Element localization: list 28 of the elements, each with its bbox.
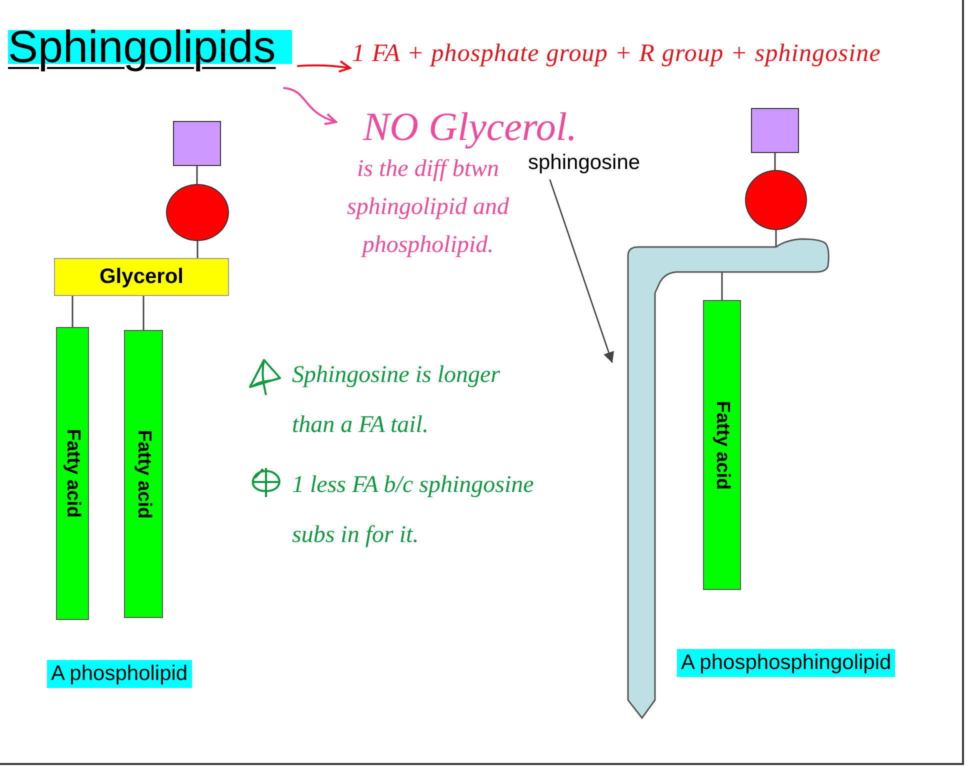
handwritten-arrow — [283, 87, 338, 124]
box-label: Glycerol — [99, 265, 184, 289]
bar-label: Fatty acid — [132, 430, 154, 518]
connector-line — [196, 165, 198, 185]
handwritten-note: Sphingosine is longer than a FA tail. — [292, 361, 501, 440]
text-label: sphingosine — [528, 150, 640, 176]
leader-arrow — [549, 179, 614, 364]
highlighted-caption: A phospholipid — [47, 660, 192, 688]
bar-label: Fatty acid — [711, 400, 733, 490]
handwritten-arrow — [297, 60, 352, 73]
connector-line — [72, 295, 74, 328]
fatty-acid-bar — [124, 330, 163, 618]
connector-line — [721, 271, 723, 301]
glycerol-box — [54, 258, 229, 296]
square-shape — [173, 121, 221, 166]
fatty-acid-bar — [56, 327, 89, 620]
fatty-acid-bar — [703, 300, 741, 590]
handwritten-note: 1 FA + phosphate group + R group + sphingosine — [352, 38, 881, 70]
connector-line — [774, 152, 776, 171]
highlighted-caption: A phosphosphingolipid — [677, 649, 896, 677]
connector-line — [142, 295, 144, 331]
connector-line — [775, 229, 777, 248]
square-shape — [751, 108, 799, 153]
handwritten-note: 1 less FA b/c sphingosine subs in for it. — [292, 471, 535, 550]
connector-line — [196, 240, 198, 259]
handwritten-note: is the diff btwn sphingolipid and phospholipid. — [346, 155, 510, 260]
bar-label: Fatty acid — [62, 429, 84, 518]
handwritten-heading: NO Glycerol. — [363, 104, 578, 150]
